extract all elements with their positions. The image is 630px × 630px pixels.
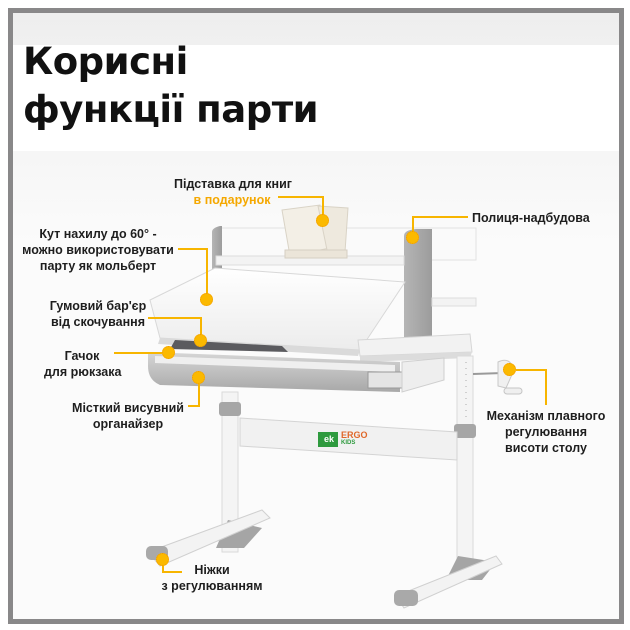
brand-name-bottom: KIDS <box>341 440 356 446</box>
callout-tilt-line1: Кут нахилу до 60° - <box>39 227 157 241</box>
callout-height-mechanism: Механізм плавного регулювання висоти сто… <box>486 408 606 456</box>
leader-line <box>412 216 414 236</box>
brand-name-top: ERGO <box>341 430 368 440</box>
page-title: Корисні функції парти <box>23 38 319 134</box>
leader-line <box>198 382 200 407</box>
callout-hook: Гачок для рюкзака <box>44 348 122 380</box>
callout-rubber-barrier-line2: від скочування <box>50 315 145 329</box>
callout-book-stand-line1: Підставка для книг <box>174 177 292 191</box>
callout-legs-line2: з регулюванням <box>161 579 263 593</box>
callout-dot-icon <box>406 231 419 244</box>
callout-hook-line1: Гачок <box>64 349 100 363</box>
callout-dot-icon <box>162 346 175 359</box>
callout-legs-line1: Ніжки <box>194 563 230 577</box>
leader-line <box>188 405 200 407</box>
brand-logo-text: ek <box>323 434 334 444</box>
leader-line <box>545 369 547 405</box>
callout-dot-icon <box>194 334 207 347</box>
callout-drawer-line2: органайзер <box>92 417 164 431</box>
callout-legs: Ніжки з регулюванням <box>160 562 264 594</box>
leader-line <box>200 317 202 337</box>
leader-line <box>162 571 182 573</box>
leader-line <box>322 196 324 216</box>
callout-tilt-line3: парту як мольберт <box>39 259 157 273</box>
title-line-1: Корисні <box>23 40 188 83</box>
legs <box>146 355 503 609</box>
callout-rubber-barrier: Гумовий бар'єр від скочування <box>46 298 150 330</box>
callout-hook-line2: для рюкзака <box>44 365 122 379</box>
callout-shelf-line1: Полиця-надбудова <box>472 211 590 225</box>
callout-dot-icon <box>503 363 516 376</box>
callout-dot-icon <box>200 293 213 306</box>
leader-line <box>148 317 202 319</box>
callout-dot-icon <box>316 214 329 227</box>
callout-dot-icon <box>156 553 169 566</box>
callout-book-stand: Підставка для книг в подарунок <box>174 176 292 208</box>
leader-line <box>206 248 208 294</box>
callout-book-stand-line2: в подарунок <box>193 193 271 207</box>
callout-shelf: Полиця-надбудова <box>472 210 590 226</box>
leader-line <box>412 216 468 218</box>
callout-drawer-line1: Місткий висувний <box>72 401 184 415</box>
leader-line <box>178 248 208 250</box>
drawer <box>148 352 445 393</box>
tilted-desktop <box>149 267 406 356</box>
title-band <box>13 45 619 151</box>
callout-height-mechanism-line3: висоти столу <box>505 441 587 455</box>
book-stand <box>281 204 349 259</box>
leader-line <box>114 352 162 354</box>
callout-height-mechanism-line1: Механізм плавного <box>486 409 606 423</box>
callout-tilt: Кут нахилу до 60° - можно використовуват… <box>22 226 174 274</box>
callout-drawer: Місткий висувний органайзер <box>66 400 190 432</box>
callout-rubber-barrier-line1: Гумовий бар'єр <box>49 299 147 313</box>
callout-height-mechanism-line2: регулювання <box>504 425 588 439</box>
right-desktop <box>357 333 473 362</box>
callout-tilt-line2: можно використовувати <box>22 243 174 257</box>
title-line-2: функції парти <box>23 88 319 131</box>
leader-line <box>278 196 324 198</box>
brand-logo <box>318 432 338 447</box>
leader-line <box>162 560 164 572</box>
callout-dot-icon <box>192 371 205 384</box>
leader-line <box>516 369 546 371</box>
image-frame <box>8 8 624 624</box>
